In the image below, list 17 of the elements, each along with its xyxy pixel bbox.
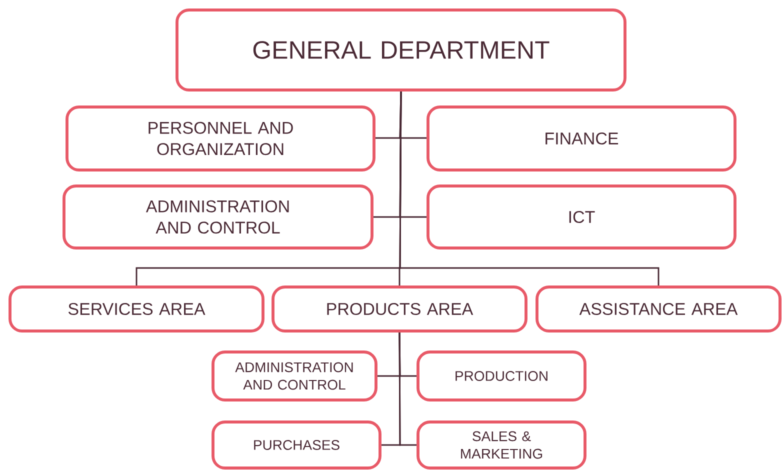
department-box: PERSONNEL AND ORGANIZATION bbox=[66, 106, 376, 172]
department-box: PRODUCTION bbox=[416, 350, 586, 402]
department-box: SERVICES AREA bbox=[8, 286, 264, 332]
connector-line bbox=[398, 332, 417, 446]
connector-line bbox=[399, 91, 427, 218]
department-box: ASSISTANCE AREA bbox=[536, 286, 782, 332]
department-box: ICT bbox=[426, 184, 736, 250]
department-box: ADMINISTRATION AND CONTROL bbox=[62, 184, 374, 250]
connector-line bbox=[398, 332, 417, 377]
department-box: PRODUCTS AREA bbox=[272, 286, 528, 332]
connector-line bbox=[399, 91, 660, 286]
department-box: PURCHASES bbox=[212, 420, 382, 470]
connector-line bbox=[399, 91, 427, 139]
department-box: SALES & MARKETING bbox=[416, 420, 586, 470]
department-box: GENERAL DEPARTMENT bbox=[176, 8, 626, 92]
department-box: ADMINISTRATION AND CONTROL bbox=[212, 350, 378, 402]
department-box: FINANCE bbox=[426, 106, 736, 172]
